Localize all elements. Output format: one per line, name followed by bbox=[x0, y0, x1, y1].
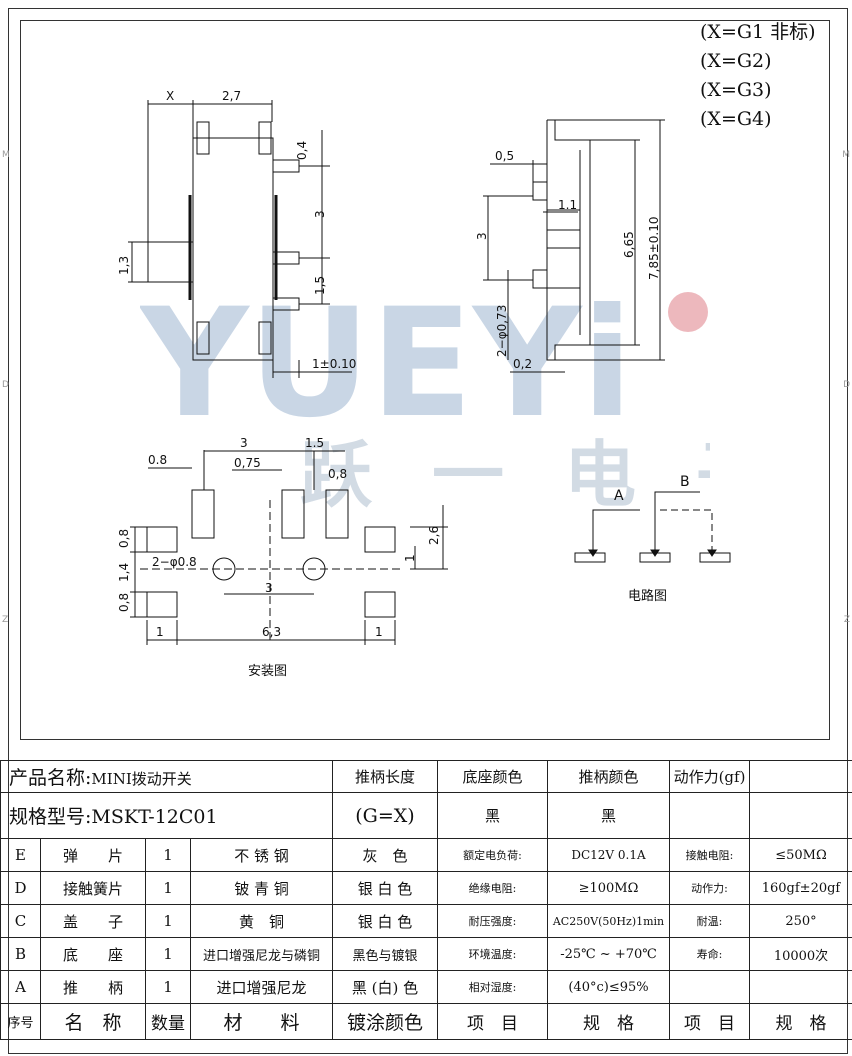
watermark-cn: 跃一电子 bbox=[300, 433, 710, 517]
dim-1-5: 1,5 bbox=[313, 276, 327, 295]
dim-x: X bbox=[166, 89, 174, 103]
dim-p-0-8b: 0,8 bbox=[328, 467, 347, 481]
model-cell: 规格型号:MSKT-12C01 bbox=[0, 792, 333, 839]
dim-2-7: 2,7 bbox=[222, 89, 241, 103]
dim-p-0-8: 0.8 bbox=[148, 453, 167, 467]
dim-0-5: 0,5 bbox=[495, 149, 514, 163]
margin-mark: Z bbox=[843, 615, 850, 625]
dim-p-0-75: 0,75 bbox=[234, 456, 261, 470]
drawing-area bbox=[20, 20, 830, 740]
circuit-label-b: B bbox=[680, 474, 690, 490]
value-lever-color: 黑 bbox=[547, 792, 670, 839]
dim-1-3: 1,3 bbox=[117, 256, 131, 275]
watermark-dot bbox=[668, 292, 708, 332]
table-footer-row: 序号名 称数量 材 料镀涂颜色 项 目规 格 项 目规 格 bbox=[0, 1003, 852, 1040]
header-lever-color: 推柄颜色 bbox=[547, 760, 670, 793]
drawing-frame bbox=[8, 8, 848, 1054]
margin-mark: D bbox=[843, 380, 850, 390]
variant-g4: (X=G4) bbox=[700, 108, 772, 130]
circuit-caption: 电路图 bbox=[628, 589, 668, 604]
dim-0-2: 0,2 bbox=[513, 357, 532, 371]
circuit-diagram: A B bbox=[574, 474, 731, 563]
product-name-cell: 产品名称:MINI拨动开关 bbox=[0, 760, 333, 793]
spec-table: 产品名称:MINI拨动开关 推柄长度 底座颜色 推柄颜色 动作力(gf) 规格型… bbox=[0, 760, 852, 1040]
margin-mark: Z bbox=[2, 615, 9, 625]
dim-phi-0-73: 2−φ0,73 bbox=[495, 305, 509, 357]
dim-1-1: 1.1 bbox=[558, 198, 577, 212]
dim-side-3: 3 bbox=[475, 232, 489, 240]
technical-drawing: X 2,7 0,4 3 1,3 1,5 1±0.10 0,5 1.1 3 6,6… bbox=[117, 89, 731, 645]
header-empty bbox=[749, 760, 852, 793]
install-caption: 安装图 bbox=[248, 664, 288, 679]
variant-g1: (X=G1 非标) bbox=[700, 21, 816, 43]
dim-p-1-5: 1.5 bbox=[305, 436, 324, 450]
dim-7-85: 7,85±0.10 bbox=[647, 217, 661, 281]
value-empty bbox=[749, 792, 852, 839]
dim-6-65: 6,65 bbox=[622, 231, 636, 258]
header-base-color: 底座颜色 bbox=[437, 760, 548, 793]
install-layout: 0.8 3 1.5 0,75 0,8 2,6 1 0,8 1,4 2−φ0.8 … bbox=[117, 436, 448, 645]
variant-g3: (X=G3) bbox=[700, 79, 772, 101]
watermark-brand: YUEYi bbox=[140, 290, 633, 451]
header-lever-length: 推柄长度 bbox=[332, 760, 438, 793]
dim-q-0-8: 0,8 bbox=[117, 529, 131, 548]
top-view: X 2,7 0,4 3 1,3 1,5 1±0.10 bbox=[117, 89, 356, 378]
dim-p-2-6: 2,6 bbox=[427, 526, 441, 545]
margin-mark: M bbox=[842, 150, 850, 160]
dim-q-1b: 1 bbox=[375, 625, 383, 639]
dim-p-3: 3 bbox=[240, 436, 248, 450]
variant-list: (X=G1 非标) (X=G2) (X=G3) (X=G4) bbox=[700, 18, 816, 134]
dim-q-1a: 1 bbox=[156, 625, 164, 639]
value-lever-length: (G=X) bbox=[332, 792, 438, 839]
circuit-label-a: A bbox=[614, 488, 624, 504]
dim-q-1-4: 1,4 bbox=[117, 563, 131, 582]
dim-phi-0-8: 2−φ0.8 bbox=[152, 555, 197, 569]
watermark: YUEYi 跃一电子 bbox=[140, 290, 710, 517]
dim-q-6-3: 6,3 bbox=[262, 625, 281, 639]
dim-1-tol: 1±0.10 bbox=[312, 357, 356, 371]
side-view: 0,5 1.1 3 6,65 7,85±0.10 2−φ0,73 0,2 bbox=[475, 119, 665, 373]
margin-mark: M bbox=[2, 150, 10, 160]
header-force: 动作力(gf) bbox=[669, 760, 750, 793]
margin-mark: D bbox=[2, 380, 9, 390]
variant-g2: (X=G2) bbox=[700, 50, 772, 72]
dim-3: 3 bbox=[313, 210, 327, 218]
value-base-color: 黑 bbox=[437, 792, 548, 839]
value-force bbox=[669, 792, 750, 839]
dim-q-0-8b: 0,8 bbox=[117, 593, 131, 612]
dim-q-3: 3 bbox=[265, 581, 273, 595]
dim-p-1: 1 bbox=[403, 554, 417, 562]
dim-0-4: 0,4 bbox=[295, 141, 309, 160]
